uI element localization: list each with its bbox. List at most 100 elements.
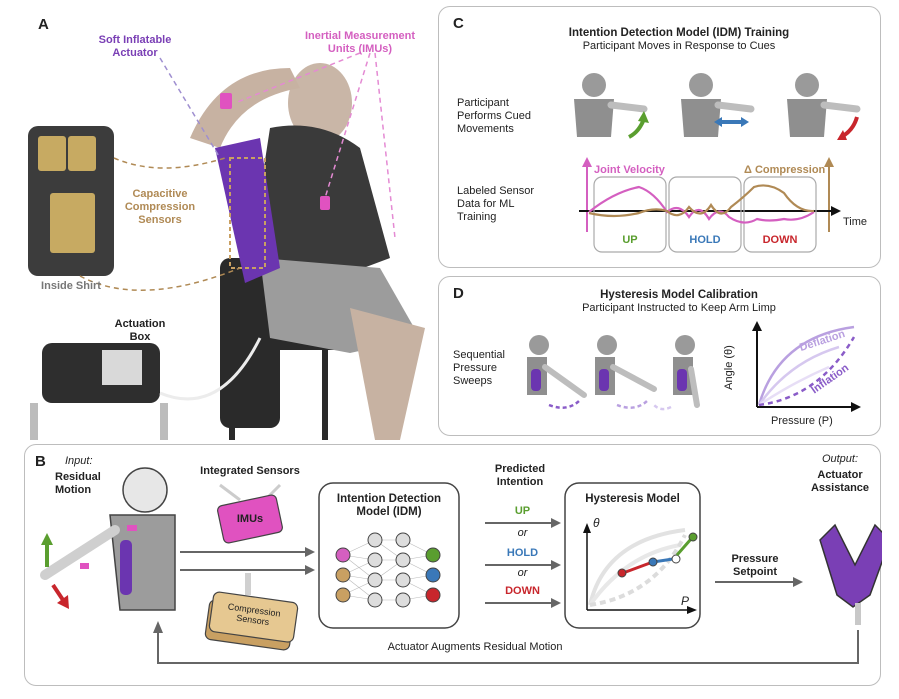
actuator-assistance-line1: Actuator <box>817 469 863 481</box>
sweeps-line2: Pressure <box>453 362 498 374</box>
sweep-figure-3 <box>653 335 700 411</box>
actuation-box-line1: Actuation <box>114 318 166 330</box>
inside-shirt-label: Inside Shirt <box>41 280 101 292</box>
panel-b-label: B <box>35 453 46 470</box>
predicted-line1: Predicted <box>494 463 546 475</box>
labeled-line3: Training <box>457 211 497 223</box>
sweeps-line3: Sweeps <box>453 375 493 387</box>
panel-a-label: A <box>38 16 49 33</box>
idm-title-line2: Model (IDM) <box>356 506 422 518</box>
soft-actuator-label: Soft Inflatable Actuator <box>90 34 180 60</box>
panel-c: C Intention Detection Model (IDM) Traini… <box>438 6 881 268</box>
imus-line1: Inertial Measurement <box>304 30 416 42</box>
actuator-assistance-line2: Assistance <box>810 482 870 494</box>
panel-b-graphics <box>40 467 882 664</box>
deflation-curve <box>757 325 855 406</box>
residual-motion-figure <box>40 467 176 611</box>
segment-down-label: DOWN <box>762 234 798 246</box>
actuation-box-photo <box>42 343 160 403</box>
panel-c-subtitle: Participant Moves in Response to Cues <box>582 40 776 52</box>
figure-down <box>787 73 861 140</box>
panel-c-label: C <box>453 15 464 32</box>
capacitive-line3: Sensors <box>138 214 182 226</box>
actuator-assistance-label: Actuator Assistance <box>795 469 885 495</box>
inflation-curve <box>758 336 856 407</box>
person-head <box>288 63 352 143</box>
soft-actuator-line2: Actuator <box>112 47 158 59</box>
residual-line2: Motion <box>55 484 92 496</box>
panel-d-label: D <box>453 285 464 302</box>
photo-illustration <box>28 52 425 440</box>
residual-motion-label: Residual Motion <box>55 471 101 497</box>
capacitive-label: Capacitive Compression Sensors <box>115 188 205 227</box>
sweeps-line1: Sequential <box>453 349 505 361</box>
feedback-label: Actuator Augments Residual Motion <box>387 641 563 653</box>
segment-up-label: UP <box>622 234 638 246</box>
pressure-setpoint-line2: Setpoint <box>733 566 777 578</box>
joint-velocity-label: Joint Velocity <box>594 164 665 176</box>
figure-hold <box>681 73 755 137</box>
panel-d-subtitle: Participant Instructed to Keep Arm Limp <box>582 302 776 314</box>
panel-c-graphics <box>574 73 861 253</box>
panel-d-title: Hysteresis Model Calibration <box>600 289 758 301</box>
feedback-arrow <box>157 630 859 664</box>
panel-c-title: Intention Detection Model (IDM) Training <box>568 27 790 39</box>
residual-line1: Residual <box>55 471 101 483</box>
capacitive-line1: Capacitive <box>132 188 188 200</box>
figure-up <box>574 73 649 139</box>
compression-sensor-graphic <box>204 573 299 651</box>
time-label: Time <box>843 216 868 228</box>
sweep-figure-2 <box>595 335 657 409</box>
segment-box-hold <box>668 176 742 253</box>
down-output-label: DOWN <box>505 585 540 597</box>
actuation-box-label: Actuation Box <box>105 318 175 344</box>
idm-title-line1: Intention Detection <box>336 493 442 505</box>
labeled-line1: Labeled Sensor <box>457 185 535 197</box>
pressure-setpoint-label: Pressure Setpoint <box>715 553 795 579</box>
cued-line2: Performs Cued <box>457 110 531 122</box>
idm-title: Intention Detection Model (IDM) <box>319 493 459 519</box>
panel-a: A Soft Inflatable Actuator Inertial Meas… <box>20 8 432 440</box>
imus-box-label: IMUs <box>236 513 264 525</box>
output-label: Output: <box>821 453 859 465</box>
person-legs <box>350 308 425 440</box>
actuator-on-arm <box>215 138 280 283</box>
segment-box-down <box>743 176 817 253</box>
compression-signal <box>588 184 815 218</box>
up-output-label: UP <box>514 505 531 517</box>
predicted-intention-label: Predicted Intention <box>475 463 565 489</box>
neural-network <box>335 532 441 608</box>
hold-output-label: HOLD <box>506 547 539 559</box>
sweeps-text: Sequential Pressure Sweeps <box>453 349 505 388</box>
pressure-axis-label: Pressure (P) <box>771 415 833 427</box>
panel-d-graphics <box>527 321 861 412</box>
or-label-1: or <box>517 527 528 539</box>
predicted-line2: Intention <box>496 476 544 488</box>
segment-hold-label: HOLD <box>689 234 721 246</box>
joint-velocity-signal <box>588 185 815 224</box>
imus-label: Inertial Measurement Units (IMUs) <box>290 30 430 56</box>
imus-line2: Units (IMUs) <box>327 43 393 55</box>
cued-line1: Participant <box>457 97 509 109</box>
cued-line3: Movements <box>457 123 514 135</box>
input-label: Input: <box>65 455 93 467</box>
or-label-2: or <box>517 567 528 579</box>
up-arrow <box>628 118 646 139</box>
sweep-figure-1 <box>527 335 587 409</box>
imus-sensor-graphic <box>217 483 283 544</box>
panel-b: B Input: Residual Motion Integrated Sens… <box>24 444 882 686</box>
cued-movements-text: Participant Performs Cued Movements <box>457 97 531 136</box>
actuation-box-line2: Box <box>129 331 151 343</box>
soft-actuator-line1: Soft Inflatable <box>98 34 172 46</box>
idm-box <box>318 482 460 629</box>
hysteresis-title: Hysteresis Model <box>585 493 680 505</box>
labeled-line2: Data for ML <box>457 198 515 210</box>
panel-d: D Hysteresis Model Calibration Participa… <box>438 276 881 436</box>
actuator-assistance-graphic <box>819 523 882 625</box>
pressure-setpoint-line1: Pressure <box>731 553 779 565</box>
integrated-sensors-label: Integrated Sensors <box>200 465 300 477</box>
capacitive-line2: Compression <box>124 201 196 213</box>
labeled-sensor-text: Labeled Sensor Data for ML Training <box>457 185 534 224</box>
compression-label: Δ Compression <box>744 164 826 176</box>
imu-chest <box>320 196 330 210</box>
